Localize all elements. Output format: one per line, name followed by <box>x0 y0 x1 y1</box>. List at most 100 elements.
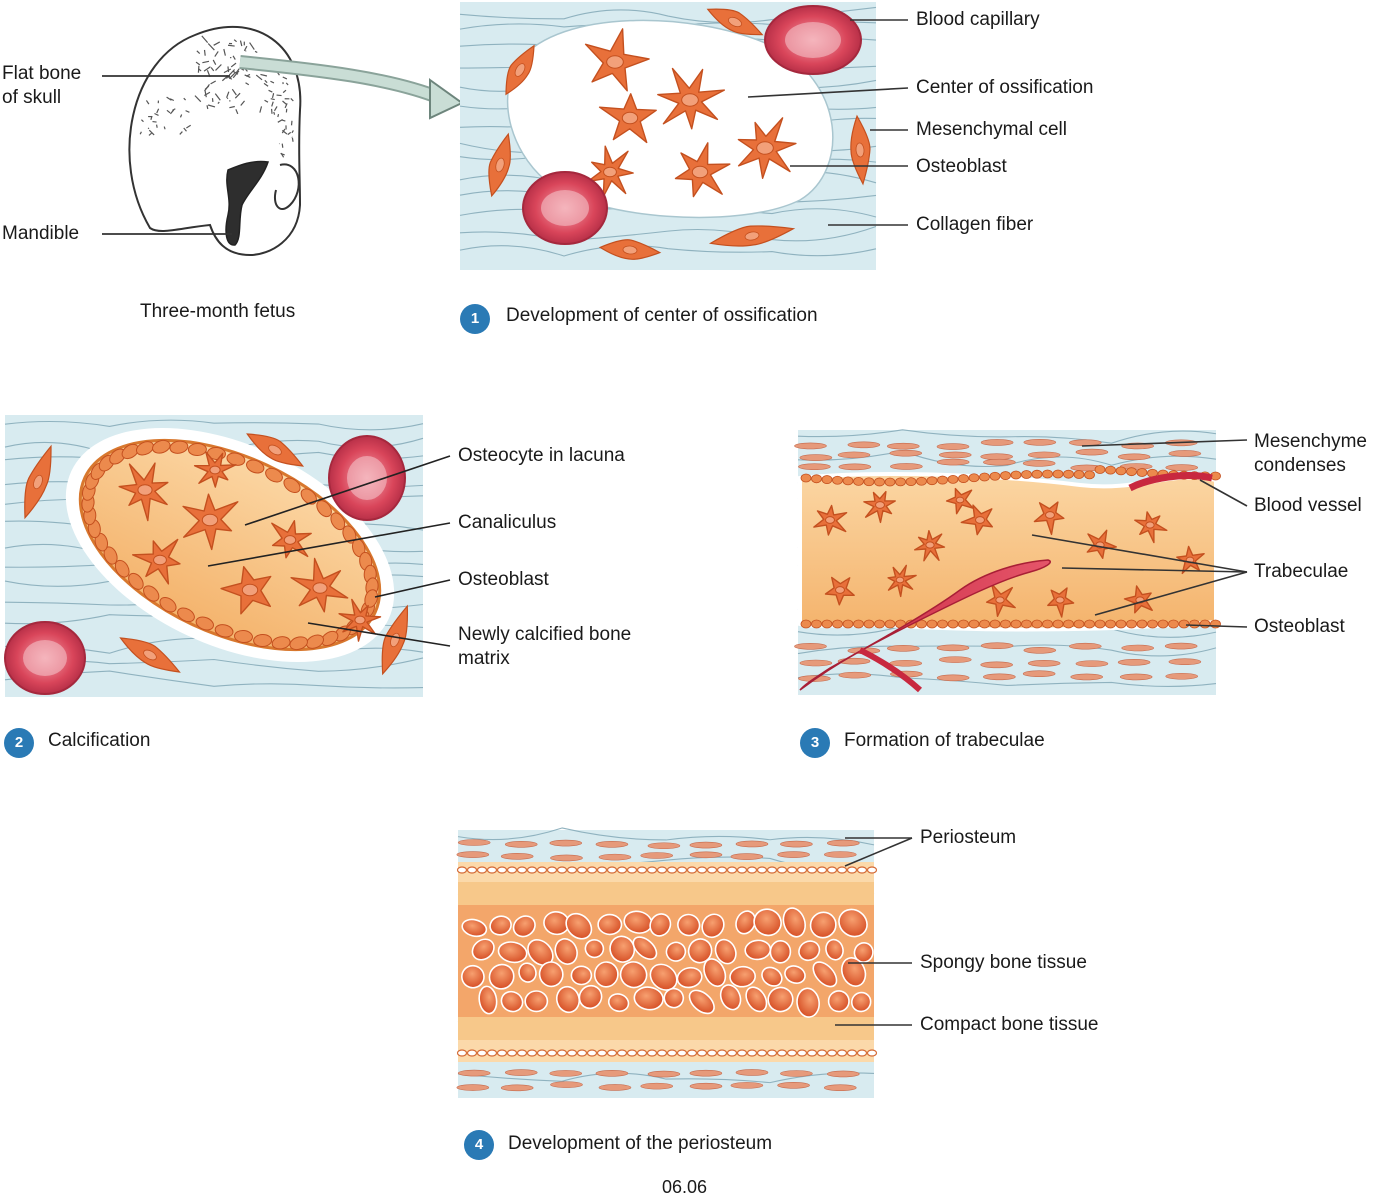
rim-cell <box>806 1049 818 1057</box>
mesenchymal-cell <box>505 44 535 96</box>
bone-mesh-stroke <box>185 110 190 113</box>
bone-mesh-stroke <box>155 124 158 128</box>
spongy-bone-space <box>809 911 837 939</box>
bone-mesh-stroke <box>277 113 280 118</box>
rim-osteoblast <box>947 474 959 484</box>
label-osteoblast-3: Osteoblast <box>1254 616 1345 637</box>
cell-nucleus <box>33 474 43 490</box>
rim-osteoblast <box>1199 619 1211 629</box>
periosteal-cell <box>550 854 583 862</box>
bone-mesh-stroke <box>207 104 216 108</box>
bone-mesh-stroke <box>179 131 183 135</box>
bone-mesh-stroke <box>204 90 207 98</box>
periosteal-cell <box>1075 448 1109 456</box>
fetus-head-illustration <box>102 25 464 257</box>
rim-osteoblast <box>1168 619 1179 629</box>
collagen-fiber-line <box>797 429 1217 444</box>
rim-cell <box>576 1049 588 1057</box>
periosteal-cell <box>847 441 881 449</box>
rim-osteoblast <box>968 473 980 483</box>
rim-osteoblast <box>114 559 130 578</box>
periosteal-cell <box>936 674 970 682</box>
periosteal-cell <box>1027 660 1061 667</box>
periosteal-cell <box>1168 658 1202 666</box>
label-trabeculae: Trabeculae <box>1254 561 1349 582</box>
rim-osteoblast <box>874 477 885 487</box>
bone-mesh-stroke <box>282 76 288 80</box>
cell-nucleus <box>825 516 835 524</box>
rim-osteoblast <box>937 619 948 629</box>
step-badge-2: 2 <box>4 728 34 758</box>
bone-mesh-stroke <box>235 109 239 115</box>
spongy-bone-space <box>488 963 515 990</box>
bone-mesh-stroke <box>264 79 268 84</box>
cell-nucleus <box>1055 596 1065 604</box>
periosteal-cell <box>777 1082 810 1089</box>
bone-mesh-stroke <box>245 73 251 77</box>
rim-cell <box>776 1049 788 1057</box>
rim-osteoblast <box>253 633 273 648</box>
spongy-bone-space <box>784 965 806 985</box>
bone-mesh-stroke <box>223 68 232 74</box>
periosteal-cell <box>794 643 827 650</box>
cell-nucleus <box>975 516 985 524</box>
panel-3-trabeculae <box>794 429 1248 695</box>
rim-osteoblast <box>1094 465 1106 474</box>
rim-osteoblast <box>1031 619 1043 629</box>
label-blood-capillary: Blood capillary <box>916 9 1040 30</box>
rim-cell <box>606 866 618 874</box>
periosteal-cell <box>1070 673 1103 681</box>
spongy-bone-space <box>767 986 794 1013</box>
rim-osteoblast <box>895 477 906 487</box>
step-badge-3: 3 <box>800 728 830 758</box>
rim-cell <box>726 1049 738 1057</box>
periosteal-cell <box>838 671 872 679</box>
bone-mesh-stroke <box>194 95 202 103</box>
rim-cell <box>506 866 518 874</box>
periosteal-cell <box>504 841 538 848</box>
periosteal-cell <box>689 841 723 849</box>
rim-cell <box>806 866 818 874</box>
spongy-bone-space <box>840 957 867 987</box>
bone-mesh-stroke <box>154 112 159 116</box>
rim-cell <box>696 866 708 874</box>
periosteal-cell <box>826 839 860 847</box>
rim-cell <box>676 866 688 874</box>
bone-mesh-stroke <box>263 82 269 87</box>
periosteal-cell <box>1164 642 1198 650</box>
spongy-bone-space <box>782 907 806 938</box>
rim-osteoblast <box>874 619 885 629</box>
periosteal-cell <box>938 451 972 459</box>
rim-cell <box>836 866 848 874</box>
bone-mesh-stroke <box>249 42 255 50</box>
spongy-bone-space <box>649 963 678 991</box>
panel-2-calcification <box>4 415 451 697</box>
label-canaliculus: Canaliculus <box>458 512 557 533</box>
bone-mesh-stroke <box>223 48 226 56</box>
rim-cell <box>836 1049 848 1057</box>
periosteal-cell <box>735 840 769 848</box>
rim-osteoblast <box>305 634 325 649</box>
spongy-bone-space <box>497 941 528 964</box>
bone-mesh-stroke <box>231 88 237 96</box>
periosteal-cell <box>456 1084 490 1091</box>
cell-nucleus <box>925 541 935 549</box>
rim-cell <box>646 866 658 874</box>
rim-osteoblast <box>926 476 938 486</box>
spongy-bone-space <box>471 938 495 961</box>
rim-cell <box>826 866 838 874</box>
collagen-fiber-line <box>459 245 877 257</box>
mesenchymal-cell <box>708 225 796 247</box>
bone-mesh-stroke <box>148 129 155 136</box>
spongy-bone-space <box>570 965 593 986</box>
cell-nucleus <box>143 649 157 661</box>
periosteal-cell <box>1027 451 1061 459</box>
spongy-bone-space <box>524 990 549 1013</box>
bone-mesh-stroke <box>243 45 248 52</box>
step-badge-1: 1 <box>460 304 490 334</box>
rim-osteoblast <box>1042 619 1053 629</box>
bone-mesh-stroke <box>156 108 160 114</box>
cell-nucleus <box>283 535 297 545</box>
label-spongy-bone: Spongy bone tissue <box>920 952 1087 973</box>
rim-cell <box>786 1049 798 1057</box>
